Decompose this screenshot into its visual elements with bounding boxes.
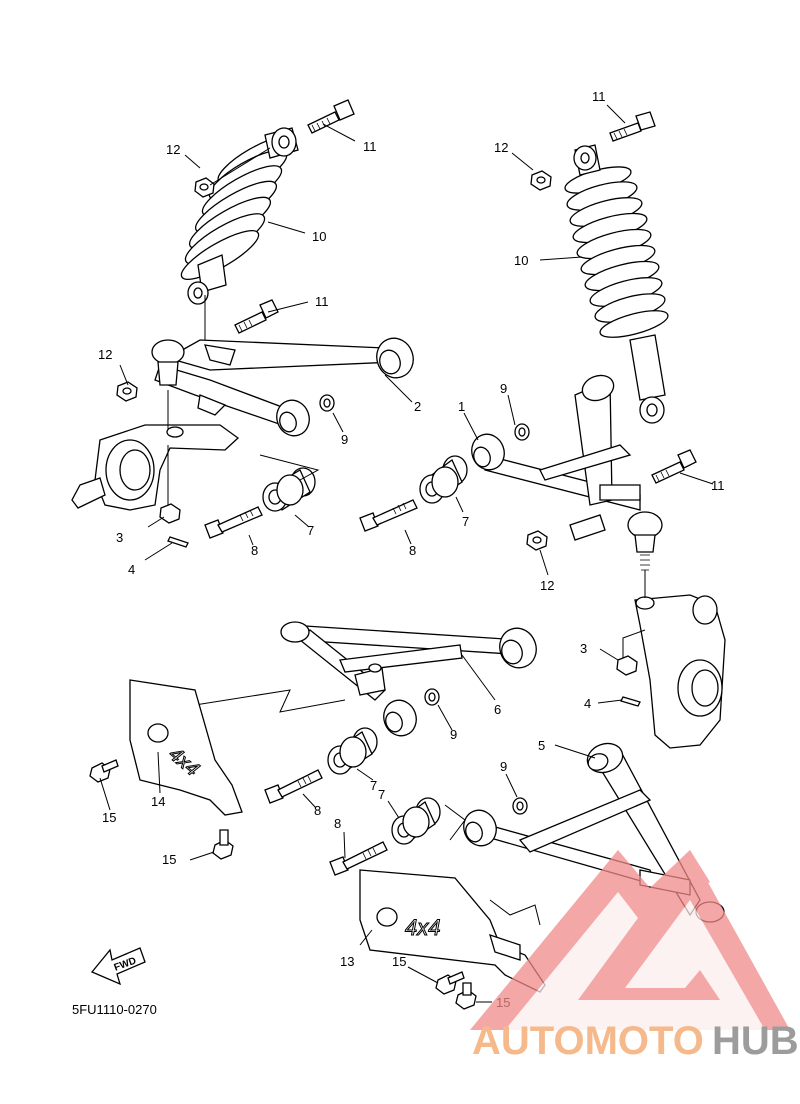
bushing-right bbox=[419, 455, 468, 504]
bolt-guard-left-a bbox=[89, 759, 119, 783]
nut-right-low bbox=[616, 655, 638, 676]
label-12: 12 bbox=[494, 140, 508, 155]
bushing-lower-right bbox=[391, 797, 441, 845]
label-7: 7 bbox=[462, 514, 469, 529]
label-11: 11 bbox=[711, 478, 725, 493]
bushing-left bbox=[262, 467, 316, 512]
label-9: 9 bbox=[341, 432, 348, 447]
cotter-pin-right bbox=[620, 696, 641, 707]
guard-right: 4x4 bbox=[359, 869, 546, 993]
bolt-left-mid bbox=[234, 299, 279, 334]
label-12: 12 bbox=[166, 142, 180, 157]
guard-left: 4x4 bbox=[129, 679, 243, 816]
collar-lower-left bbox=[424, 688, 440, 706]
fwd-arrow-icon: FWD bbox=[90, 947, 146, 986]
nut-right-top bbox=[530, 170, 552, 191]
label-9: 9 bbox=[500, 759, 507, 774]
label-1: 1 bbox=[458, 399, 465, 414]
bolt-guard-right-b bbox=[455, 982, 477, 1010]
catalog-code: 5FU1110-0270 bbox=[72, 1002, 157, 1017]
label-13: 13 bbox=[340, 954, 354, 969]
leader-lines bbox=[99, 104, 714, 1003]
bolt-left-low bbox=[204, 506, 263, 539]
label-3: 3 bbox=[580, 641, 587, 656]
label-10: 10 bbox=[514, 253, 528, 268]
nut-left-low bbox=[159, 503, 181, 524]
bolt-guard-left-b bbox=[212, 829, 234, 860]
bolt-lower-right bbox=[329, 841, 388, 876]
label-8: 8 bbox=[251, 543, 258, 558]
label-11: 11 bbox=[592, 89, 606, 104]
label-11: 11 bbox=[363, 139, 377, 154]
knuckle-left bbox=[71, 390, 240, 511]
bolt-right-top bbox=[609, 111, 656, 142]
decal-right: 4x4 bbox=[405, 915, 440, 940]
label-15: 15 bbox=[392, 954, 406, 969]
part-number-labels: 11 12 10 11 12 2 9 3 4 8 7 11 12 10 9 1 … bbox=[98, 89, 725, 1010]
arm-right-upper bbox=[471, 374, 663, 571]
nut-left-mid bbox=[116, 381, 138, 402]
bolt-guard-right-a bbox=[435, 971, 465, 995]
label-6: 6 bbox=[494, 702, 501, 717]
bolt-right-low bbox=[359, 499, 418, 532]
collar-left bbox=[319, 394, 335, 412]
bolt-right-mid bbox=[651, 449, 697, 484]
label-8: 8 bbox=[409, 543, 416, 558]
brand-text-automoto: AUTOMOTO bbox=[472, 1019, 704, 1063]
nut-right-mid bbox=[526, 530, 548, 551]
label-9: 9 bbox=[450, 727, 457, 742]
label-7: 7 bbox=[370, 778, 377, 793]
label-15: 15 bbox=[162, 852, 176, 867]
label-7: 7 bbox=[378, 787, 385, 802]
label-8: 8 bbox=[334, 816, 341, 831]
knuckle-right bbox=[634, 570, 726, 749]
label-4: 4 bbox=[584, 696, 591, 711]
bushing-lower-left bbox=[327, 727, 378, 775]
label-9: 9 bbox=[500, 381, 507, 396]
label-10: 10 bbox=[312, 229, 326, 244]
label-11: 11 bbox=[315, 294, 329, 309]
cotter-pin-left bbox=[167, 536, 189, 548]
label-7: 7 bbox=[307, 523, 314, 538]
label-3: 3 bbox=[116, 530, 123, 545]
collar-right bbox=[514, 423, 530, 441]
shock-absorber-right bbox=[564, 144, 669, 424]
label-14: 14 bbox=[151, 794, 165, 809]
brand-text-hub: HUB bbox=[712, 1019, 799, 1063]
bolt-left-top bbox=[307, 99, 355, 134]
upper-arm-left bbox=[151, 337, 414, 437]
label-5: 5 bbox=[538, 738, 545, 753]
bolt-lower-left bbox=[264, 769, 323, 804]
label-12: 12 bbox=[98, 347, 112, 362]
nut-left-top bbox=[194, 177, 215, 198]
label-15: 15 bbox=[102, 810, 116, 825]
label-8: 8 bbox=[314, 803, 321, 818]
label-4: 4 bbox=[128, 562, 135, 577]
label-12: 12 bbox=[540, 578, 554, 593]
arm-lower-left bbox=[280, 621, 537, 737]
collar-lower-right bbox=[512, 797, 528, 815]
shock-absorber-left bbox=[180, 127, 299, 305]
label-2: 2 bbox=[414, 399, 421, 414]
automotohub-logo bbox=[470, 850, 790, 1030]
